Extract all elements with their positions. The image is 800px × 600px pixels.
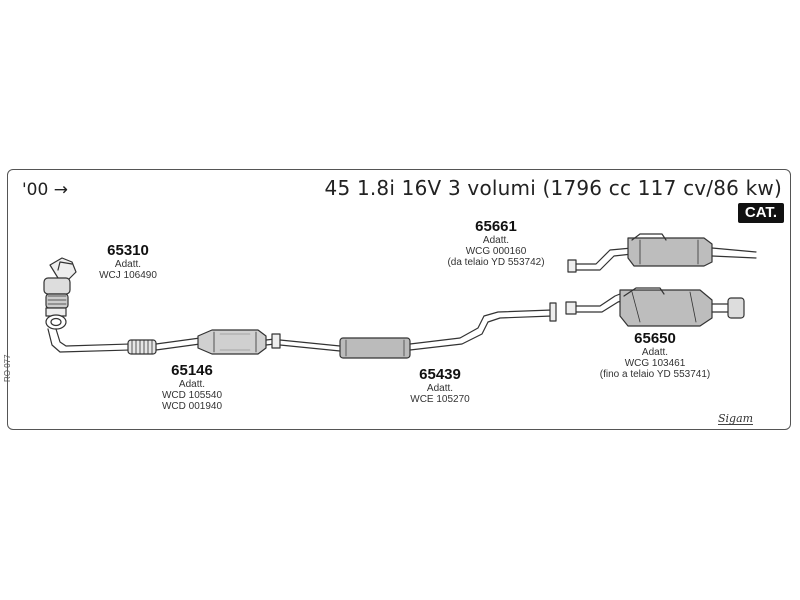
- manifold-part-65310: [43, 257, 131, 353]
- side-code: RO 077: [3, 354, 12, 382]
- part-label-65650: 65650 Adatt. WCG 103461 (fino a telaio Y…: [599, 330, 711, 380]
- part-label-65661: 65661 Adatt. WCG 000160 (da telaio YD 55…: [447, 218, 545, 268]
- vehicle-title: 45 1.8i 16V 3 volumi (1796 cc 117 cv/86 …: [324, 176, 782, 200]
- rear-silencer-65661: [567, 233, 757, 273]
- part-label-65310: 65310 Adatt. WCJ 106490: [99, 242, 157, 281]
- catalytic-converter-65146: [197, 329, 341, 355]
- centre-silencer-65439: [339, 302, 557, 359]
- flex-joint: [127, 337, 201, 355]
- part-label-65439: 65439 Adatt. WCE 105270: [410, 366, 470, 405]
- cat-badge: CAT.: [738, 203, 784, 223]
- brand-logo: Sigam: [718, 412, 754, 425]
- year-label: '00 →: [22, 180, 68, 200]
- part-label-65146: 65146 Adatt. WCD 105540 WCD 001940: [161, 362, 223, 412]
- rear-silencer-65650: [565, 287, 745, 327]
